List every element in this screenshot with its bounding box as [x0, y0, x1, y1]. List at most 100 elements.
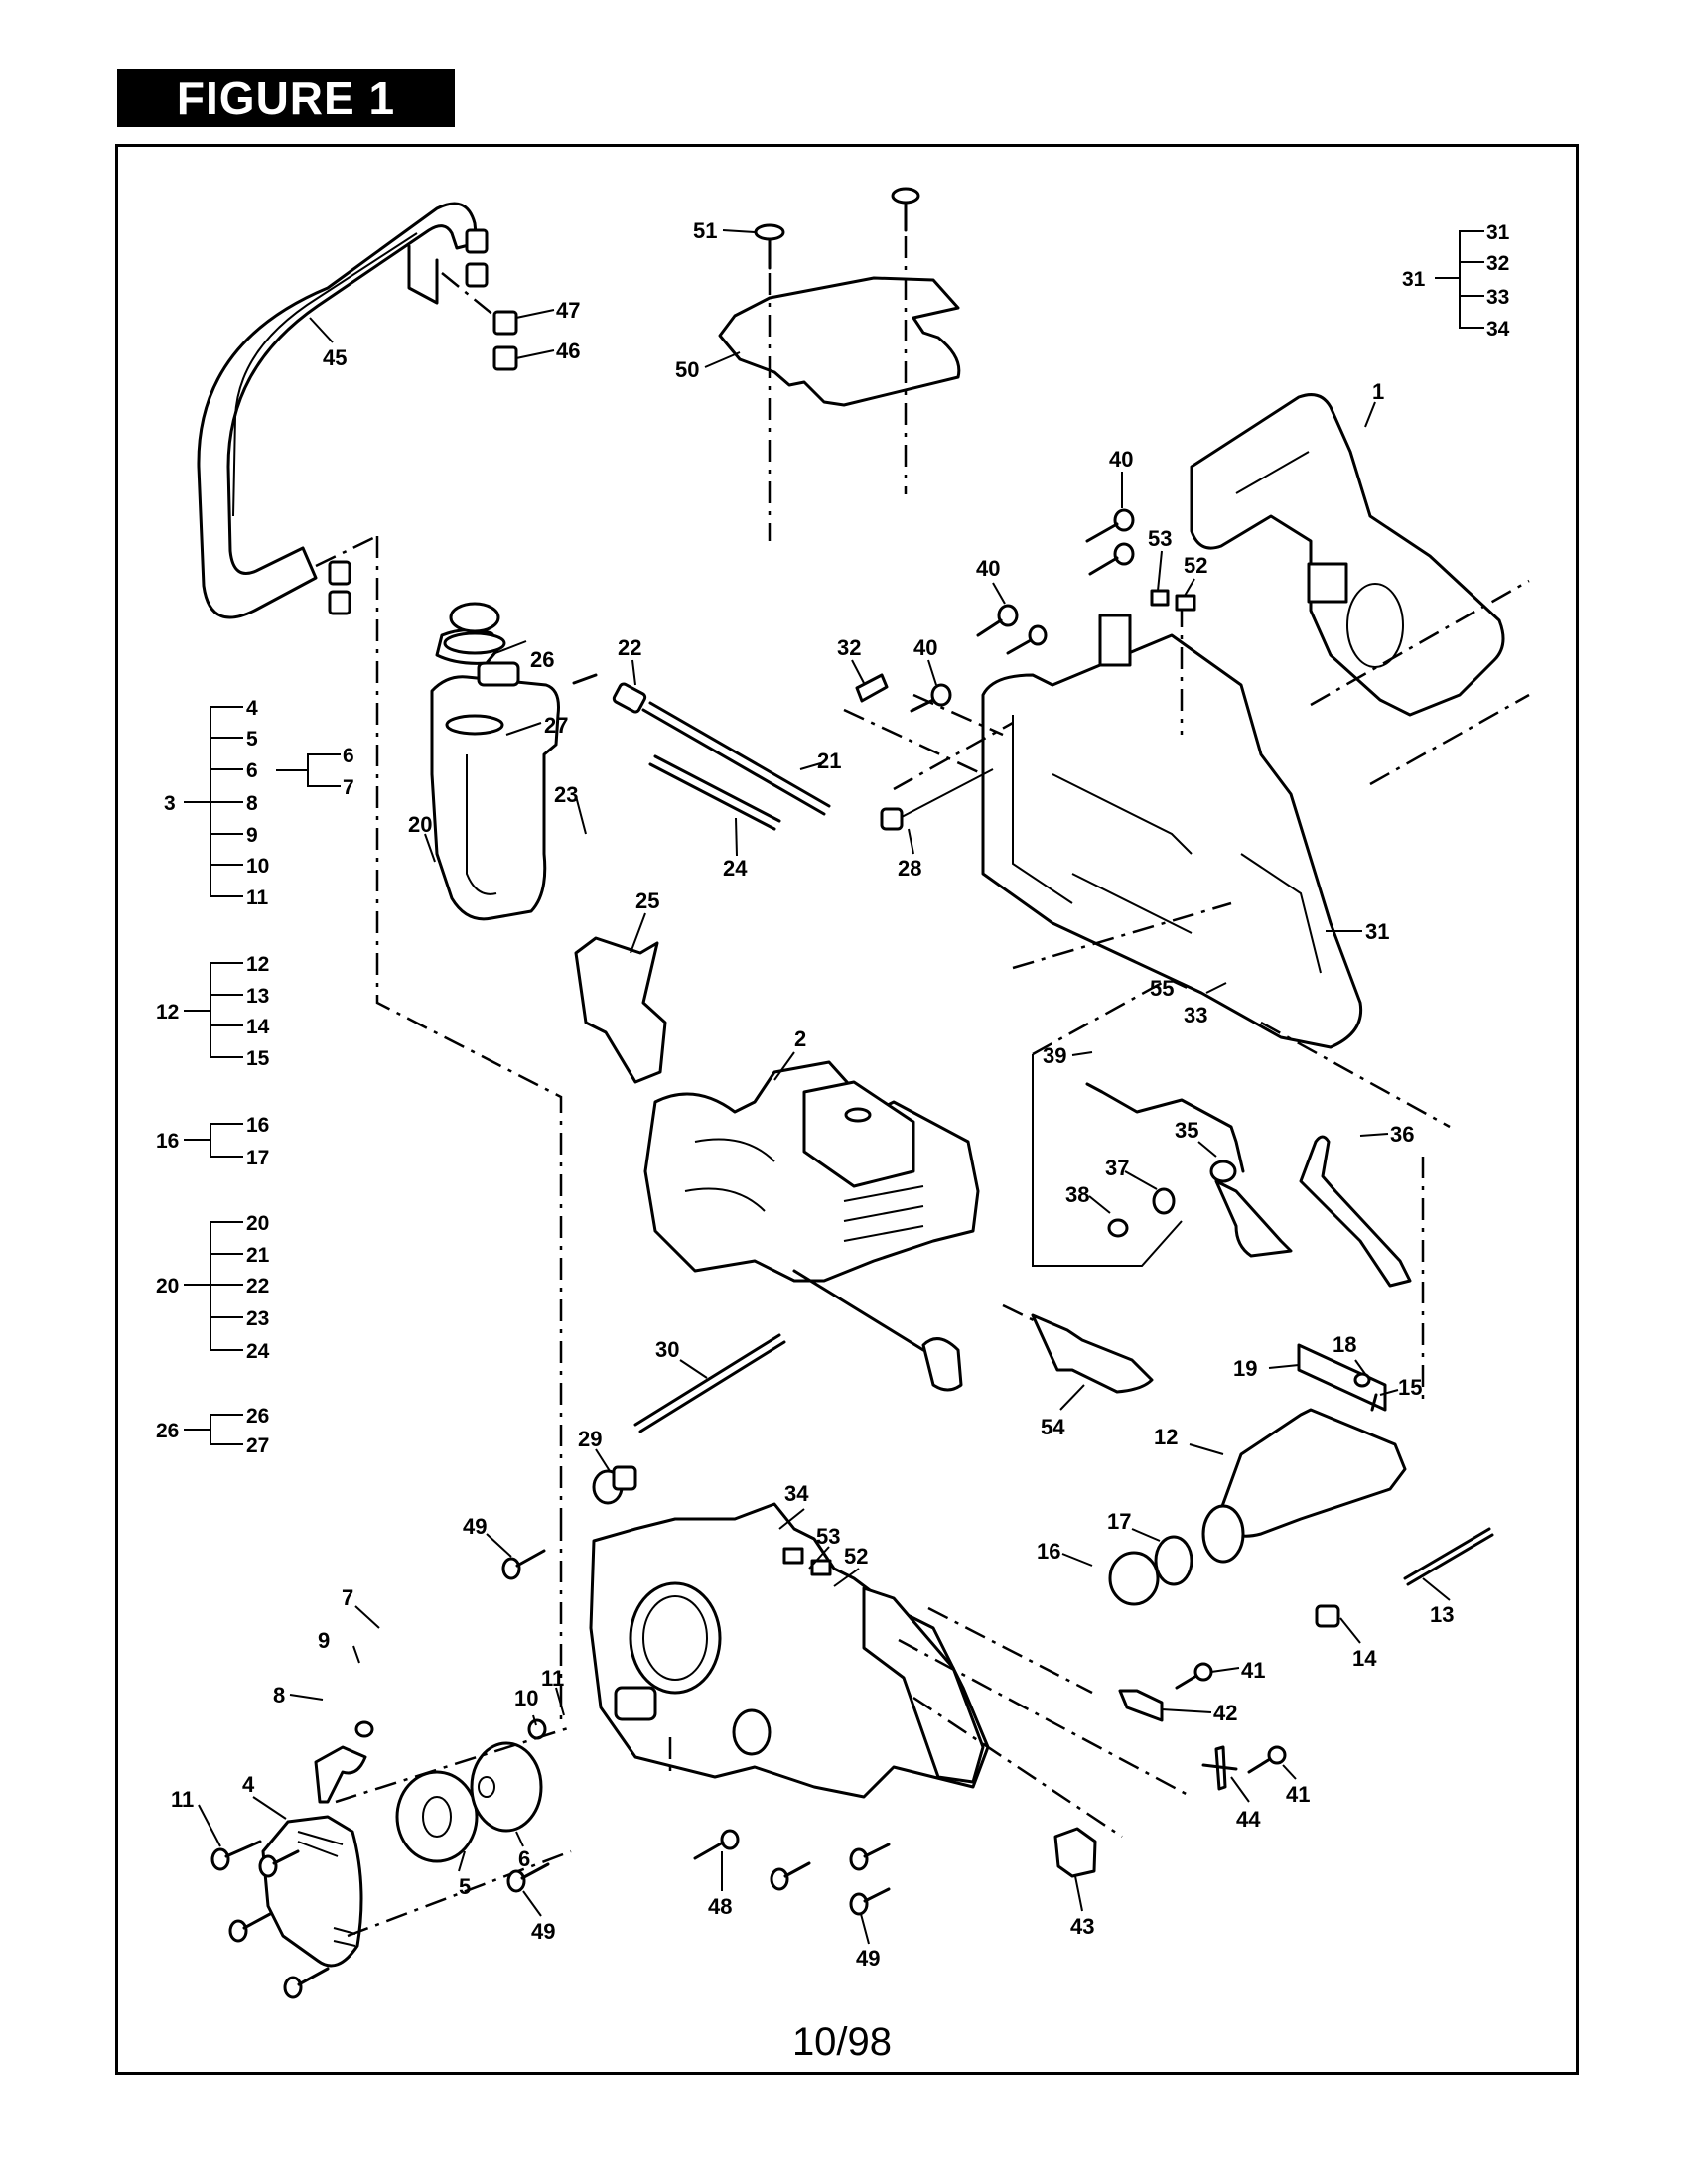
callout-31: 31	[1365, 919, 1389, 944]
callout-53: 53	[1148, 526, 1172, 551]
callout-33: 33	[1184, 1003, 1207, 1027]
kit-child-label: 34	[1486, 318, 1510, 341]
chain-brake-handle-part	[1190, 393, 1530, 786]
throttle-trigger-parts	[1032, 981, 1451, 1288]
kit-child-label: 20	[246, 1212, 269, 1235]
callout-32: 32	[837, 635, 861, 660]
callout-14: 14	[1352, 1646, 1377, 1671]
callout-21: 21	[817, 749, 841, 773]
kit-parent-label: 31	[1402, 268, 1426, 291]
callout-34: 34	[784, 1481, 809, 1506]
kit-child-label: 17	[246, 1147, 269, 1169]
kit-parent-label: 12	[156, 1001, 179, 1024]
callout-4: 4	[242, 1772, 255, 1797]
kit-parent-label: 26	[156, 1420, 179, 1442]
kit-tree-20: 20 20 21 22 23 24	[156, 1212, 270, 1363]
kit-parent-label: 20	[156, 1275, 179, 1297]
front-handle-part	[197, 202, 518, 619]
callout-35: 35	[1175, 1118, 1198, 1143]
kit-child-label: 33	[1486, 286, 1509, 309]
callout-52: 52	[1184, 553, 1207, 578]
callout-49: 49	[531, 1919, 555, 1944]
kit-child-label: 7	[343, 776, 354, 799]
callout-9: 9	[318, 1628, 330, 1653]
callout-54: 54	[1041, 1415, 1065, 1439]
callouts: 1 2 4 5 6 7 9 8 10 11 11 12 13 14 15 16 …	[171, 218, 1454, 1971]
callout-19: 19	[1233, 1356, 1257, 1381]
crankcase-part	[559, 1502, 990, 1799]
callout-51: 51	[693, 218, 717, 243]
kit-child-label: 11	[246, 887, 269, 909]
callout-36: 36	[1390, 1122, 1414, 1147]
kit-tree-16: 16 16 17	[156, 1114, 269, 1169]
callout-16: 16	[1037, 1539, 1060, 1564]
callout-48: 48	[708, 1894, 732, 1919]
kit-tree-12: 12 12 13 14 15	[156, 953, 270, 1070]
assembly-guide-line	[375, 536, 563, 1519]
kit-child-label: 16	[246, 1114, 269, 1137]
callout-50: 50	[675, 357, 699, 382]
callout-10: 10	[514, 1686, 538, 1710]
callout-18: 18	[1333, 1332, 1356, 1357]
callout-45: 45	[323, 345, 347, 370]
callout-53: 53	[816, 1524, 840, 1549]
fuel-tank-part	[430, 602, 598, 921]
baffle-part	[574, 936, 667, 1084]
engine-part	[643, 1060, 980, 1392]
kit-child-label: 15	[246, 1047, 270, 1070]
callout-30: 30	[655, 1337, 679, 1362]
revision-date: 10/98	[791, 2020, 893, 2064]
callout-37: 37	[1105, 1156, 1129, 1180]
callout-5: 5	[459, 1874, 471, 1899]
callout-22: 22	[618, 635, 641, 660]
kit-child-label: 22	[246, 1275, 269, 1297]
kit-child-label: 10	[246, 855, 269, 878]
kit-child-label: 23	[246, 1307, 269, 1330]
callout-12: 12	[1154, 1425, 1178, 1449]
main-housing-part	[843, 606, 1363, 1049]
callout-42: 42	[1213, 1701, 1237, 1725]
diagram-frame	[115, 144, 1579, 2075]
kit-child-label: 6	[343, 745, 354, 767]
callout-52: 52	[844, 1544, 868, 1569]
callout-40: 40	[976, 556, 1000, 581]
callout-11: 11	[541, 1666, 564, 1691]
callout-24: 24	[723, 856, 748, 881]
fuel-lines	[612, 682, 831, 831]
kit-parent-label: 16	[156, 1130, 179, 1153]
kit-child-label: 6	[246, 759, 258, 782]
callout-25: 25	[635, 888, 659, 913]
callout-49: 49	[856, 1946, 880, 1971]
oil-cap-part	[880, 807, 904, 831]
callout-41: 41	[1241, 1658, 1265, 1683]
kit-tree-31: 31 31 32 33 34	[1402, 221, 1510, 341]
kit-child-label: 12	[246, 953, 269, 976]
callout-46: 46	[556, 339, 580, 363]
callout-27: 27	[544, 713, 568, 738]
kit-child-label: 8	[246, 792, 258, 815]
kit-child-label: 27	[246, 1434, 269, 1457]
figure-title: FIGURE 1	[117, 69, 455, 127]
callout-8: 8	[273, 1683, 285, 1707]
kit-child-label: 21	[246, 1244, 270, 1267]
callout-1: 1	[1372, 379, 1384, 404]
callout-47: 47	[556, 298, 580, 323]
callout-17: 17	[1107, 1509, 1131, 1534]
callout-7: 7	[342, 1585, 353, 1610]
oil-tank-part	[1108, 1157, 1494, 1628]
callout-39: 39	[1043, 1043, 1066, 1068]
kit-child-label: 5	[246, 728, 258, 751]
callout-26: 26	[530, 647, 554, 672]
callout-6: 6	[518, 1846, 530, 1871]
kit-child-label: 9	[246, 824, 258, 847]
callout-13: 13	[1430, 1602, 1454, 1627]
callout-2: 2	[794, 1026, 806, 1051]
callout-20: 20	[408, 812, 432, 837]
kit-child-label: 14	[246, 1016, 270, 1038]
fastener-screws	[210, 1549, 1287, 1999]
kit-parent-label: 3	[164, 792, 176, 815]
kit-child-label: 31	[1486, 221, 1510, 244]
callout-44: 44	[1236, 1807, 1261, 1832]
kit-child-label: 24	[246, 1340, 270, 1363]
